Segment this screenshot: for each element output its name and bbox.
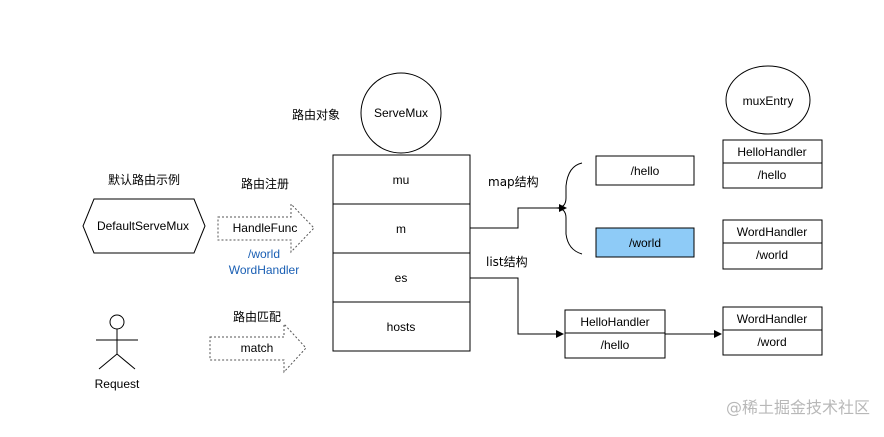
map-key-world: /world [595,227,695,258]
route-match-label: 路由匹配 [233,309,281,324]
servemux-node: ServeMux [360,72,442,154]
field-hosts: hosts [387,320,416,334]
servemux-label: ServeMux [374,106,428,120]
map-entry-wordhandler: WordHandler /world [722,219,823,270]
svg-text:WordHandler: WordHandler [737,312,807,326]
field-m: m [396,222,406,236]
map-key-hello: /hello [595,155,695,186]
defaultservemux-hexagon: DefaultServeMux [82,198,206,254]
handlefunc-arrow: HandleFunc [217,202,315,254]
watermark: @稀土掘金技术社区 [726,398,870,417]
router-object-label: 路由对象 [292,107,340,122]
svg-text:/world: /world [629,236,661,250]
field-es: es [395,271,408,285]
muxentry-label: muxEntry [743,94,794,108]
handlefunc-label: HandleFunc [233,221,298,235]
svg-text:/world: /world [756,248,788,262]
svg-text:/word: /word [757,335,786,349]
list-entry-hellohandler: HelloHandler /hello [564,309,666,359]
field-mu: mu [393,173,410,187]
svg-text:/hello: /hello [631,164,660,178]
world-path-label: /world [248,247,280,261]
route-register-label: 路由注册 [241,176,289,191]
request-label: Request [95,377,140,391]
m-to-map-connector [470,204,567,229]
muxentry-node: muxEntry [725,65,811,135]
list-struct-label: list结构 [486,254,528,269]
svg-text:HelloHandler: HelloHandler [737,145,806,159]
es-to-list-connector [470,277,564,338]
svg-text:WordHandler: WordHandler [737,225,807,239]
wordhandler-label: WordHandler [229,263,299,277]
match-arrow: match [209,322,307,374]
map-entry-hellohandler: HelloHandler /hello [722,139,823,189]
defaultservemux-label: DefaultServeMux [97,219,189,233]
svg-text:HelloHandler: HelloHandler [580,315,649,329]
svg-text:/hello: /hello [758,168,787,182]
svg-text:/hello: /hello [601,338,630,352]
map-struct-label: map结构 [488,174,539,189]
match-label: match [241,341,274,355]
request-actor-icon [96,314,138,370]
default-example-label: 默认路由示例 [108,172,180,187]
servemux-struct: mu m es hosts [332,154,471,352]
list-entry-wordhandler: WordHandler /word [722,306,823,356]
map-brace [555,162,583,255]
